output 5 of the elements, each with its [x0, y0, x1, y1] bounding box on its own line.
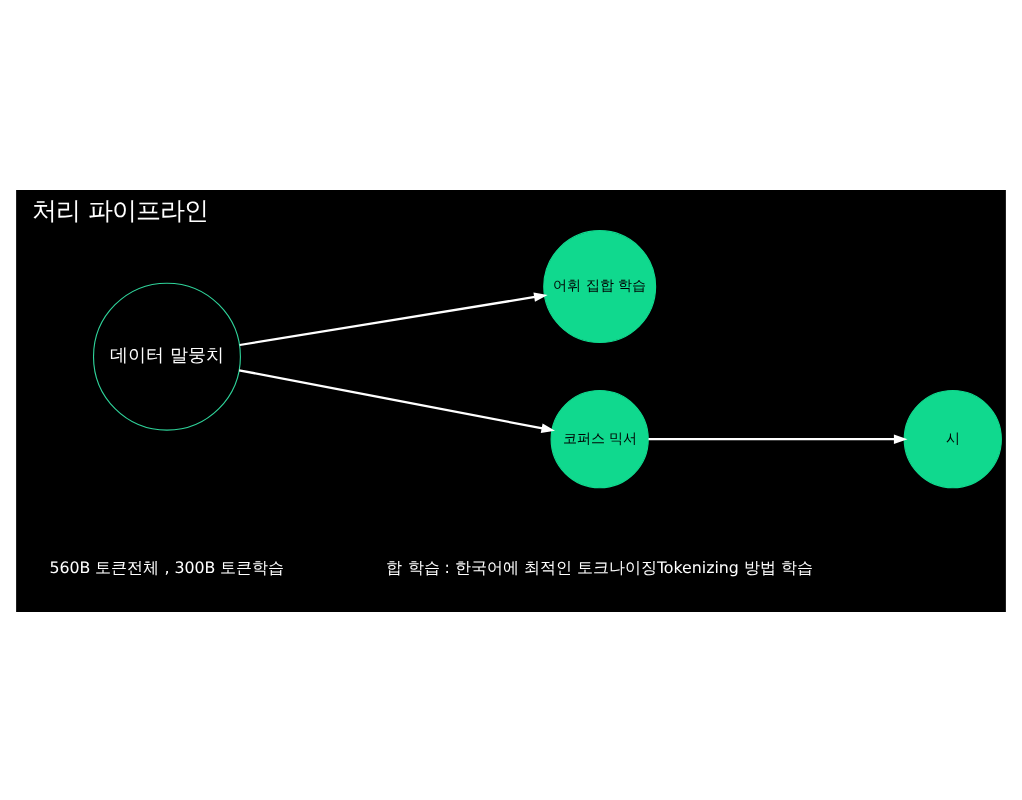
arrow [239, 291, 548, 346]
arrow [238, 368, 556, 432]
node-circle: 데이터 말뭉치 [92, 281, 241, 430]
diagram-title: 처리 파이프라인 [32, 193, 209, 224]
arrow [648, 433, 908, 443]
